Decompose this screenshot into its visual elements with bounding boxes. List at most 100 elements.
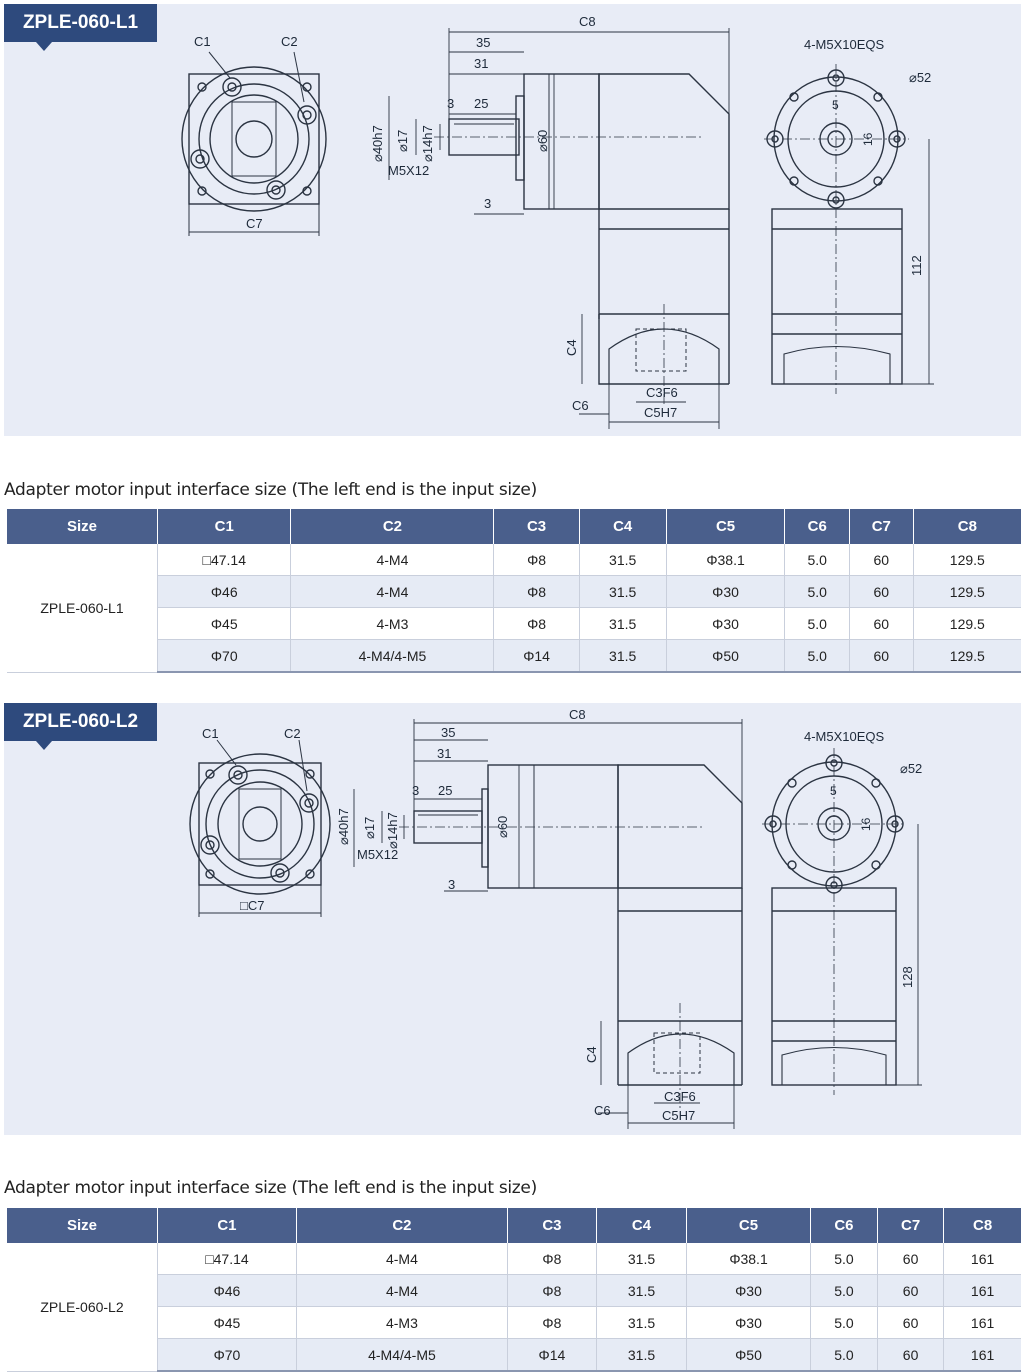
dim-25: 25 [438,783,452,798]
cell-c6: 5.0 [810,1243,878,1275]
cell-c8: 161 [943,1338,1021,1372]
dim-17: ⌀17 [395,130,410,152]
label-c1: C1 [194,34,211,49]
cell-c7: 60 [877,1306,945,1339]
technical-drawing-l1: C1 C2 C7 C8 35 31 3 25 ⌀40h7 ⌀17 ⌀14h7 M… [181,14,934,429]
cell-c4: 31.5 [579,639,667,673]
cell-c1: Φ45 [157,1306,297,1339]
cell-c2: 4-M4/4-M5 [290,639,495,673]
dim-35: 35 [476,35,490,50]
label-c6: C6 [572,398,589,413]
label-c8: C8 [579,14,596,29]
cell-c1: Φ70 [157,1338,297,1372]
table-header-row: Size C1 C2 C3 C4 C5 C6 C7 C8 [7,1208,1021,1243]
label-c3f6: C3F6 [646,385,678,400]
header-size: Size [7,1208,158,1243]
size-cell: ZPLE-060-L2 [7,1243,158,1372]
header-c8: C8 [943,1208,1021,1243]
cell-c1: □47.14 [157,1243,297,1275]
header-c8: C8 [913,509,1021,544]
cell-c3: Φ8 [507,1274,597,1307]
dim-52: ⌀52 [909,70,931,85]
dim-17: ⌀17 [362,817,377,839]
label-c5h7: C5H7 [662,1108,695,1123]
size-cell: ZPLE-060-L1 [7,544,158,673]
dim-5: 5 [830,784,837,798]
dim-m5x12: M5X12 [388,163,429,178]
cell-c5: Φ38.1 [666,544,786,576]
dim-height: 112 [909,255,924,276]
label-c4: C4 [564,339,579,356]
spec-table-l1: Size C1 C2 C3 C4 C5 C6 C7 C8 ZPLE-060-L1… [7,509,1021,673]
dim-16: 16 [859,817,873,831]
header-c6: C6 [784,509,850,544]
cell-c6: 5.0 [784,544,850,576]
dim-31: 31 [437,746,451,761]
label-m5x10eqs: 4-M5X10EQS [804,37,885,52]
cell-c4: 31.5 [579,544,667,576]
header-c3: C3 [507,1208,597,1243]
table-header-row: Size C1 C2 C3 C4 C5 C6 C7 C8 [7,509,1021,544]
cell-c7: 60 [849,544,914,576]
cell-c5: Φ50 [686,1338,811,1372]
cell-c8: 129.5 [913,639,1021,673]
table-row: Φ45 4-M3 Φ8 31.5 Φ30 5.0 60 129.5 [7,607,1021,640]
dim-m5x12: M5X12 [357,847,398,862]
cell-c8: 129.5 [913,575,1021,608]
header-size: Size [7,509,158,544]
cell-c8: 129.5 [913,544,1021,576]
cell-c2: 4-M3 [290,607,495,640]
cell-c3: Φ8 [493,607,580,640]
cell-c5: Φ30 [686,1306,811,1339]
label-c2: C2 [284,726,301,741]
cell-c3: Φ14 [507,1338,597,1372]
table-row: Φ45 4-M3 Φ8 31.5 Φ30 5.0 60 161 [7,1306,1021,1339]
cell-c6: 5.0 [784,575,850,608]
header-c1: C1 [157,509,292,544]
label-c3f6: C3F6 [664,1089,696,1104]
cell-c3: Φ8 [493,544,580,576]
dim-14h7: ⌀14h7 [385,812,400,849]
cell-c5: Φ30 [666,607,786,640]
table-row: Φ70 4-M4/4-M5 Φ14 31.5 Φ50 5.0 60 161 [7,1338,1021,1372]
cell-c2: 4-M4 [290,575,495,608]
technical-drawing-l2: C1 C2 □C7 C8 35 31 3 25 ⌀40h7 ⌀17 ⌀14h7 … [189,707,922,1129]
cell-c6: 5.0 [784,607,850,640]
dim-40h7: ⌀40h7 [336,808,351,845]
cell-c7: 60 [877,1338,945,1372]
cell-c1: Φ46 [157,575,292,608]
cell-c2: 4-M4/4-M5 [296,1338,508,1372]
cell-c7: 60 [849,639,914,673]
label-c7: □C7 [240,898,264,913]
dim-60: ⌀60 [495,816,510,838]
cell-c4: 31.5 [596,1306,688,1339]
label-c4: C4 [584,1046,599,1063]
cell-c4: 31.5 [579,575,667,608]
drawing-panel-l2: C1 C2 □C7 C8 35 31 3 25 ⌀40h7 ⌀17 ⌀14h7 … [4,703,1021,1135]
cell-c8: 161 [943,1274,1021,1307]
dim-5: 5 [832,98,839,112]
header-c7: C7 [877,1208,945,1243]
header-c2: C2 [296,1208,508,1243]
cell-c8: 161 [943,1243,1021,1275]
cell-c2: 4-M4 [296,1243,508,1275]
cell-c5: Φ30 [686,1274,811,1307]
cell-c3: Φ8 [507,1243,597,1275]
label-c6: C6 [594,1103,611,1118]
dim-3-bottom: 3 [448,877,455,892]
cell-c1: □47.14 [157,544,292,576]
table-row: ZPLE-060-L1 □47.14 4-M4 Φ8 31.5 Φ38.1 5.… [7,544,1021,673]
dim-25: 25 [474,96,488,111]
table-caption-l2: Adapter motor input interface size (The … [4,1178,537,1198]
cell-c5: Φ30 [666,575,786,608]
dim-40h7: ⌀40h7 [370,125,385,162]
cell-c4: 31.5 [579,607,667,640]
cell-c1: Φ45 [157,607,292,640]
dim-16: 16 [861,132,875,146]
header-c5: C5 [686,1208,811,1243]
table-row: ZPLE-060-L2 □47.14 4-M4 Φ8 31.5 Φ38.1 5.… [7,1243,1021,1372]
cell-c1: Φ46 [157,1274,297,1307]
cell-c3: Φ8 [507,1306,597,1339]
cell-c6: 5.0 [810,1338,878,1372]
cell-c7: 60 [877,1274,945,1307]
